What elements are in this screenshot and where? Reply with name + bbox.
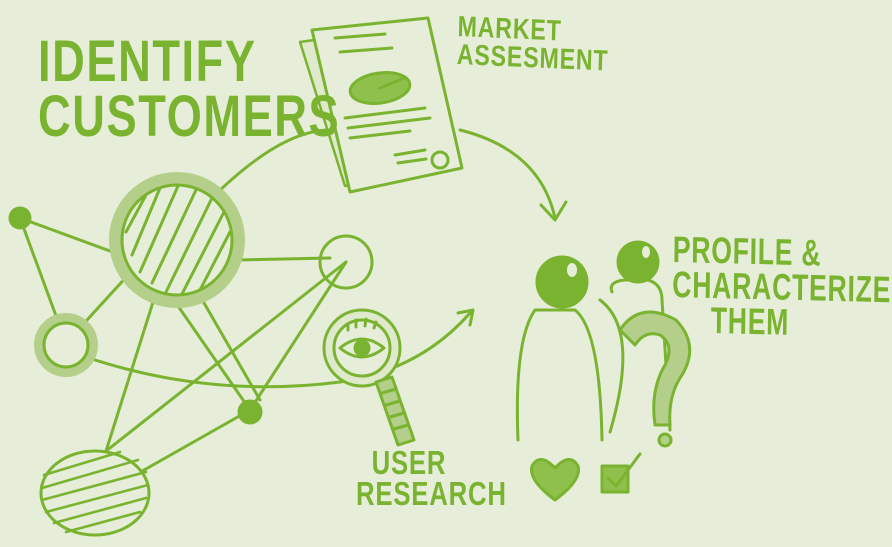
user-line-2: RESEARCH bbox=[356, 475, 507, 513]
user-research-label: USER RESEARCH bbox=[356, 444, 507, 513]
identify-line-2: CUSTOMERS bbox=[38, 84, 341, 150]
arrowhead-to-people-icon bbox=[539, 200, 568, 222]
network-connectors bbox=[18, 128, 557, 497]
node-circle-icon bbox=[42, 321, 90, 369]
market-line-2: ASSESMENT bbox=[456, 38, 609, 78]
hatched-node-icon bbox=[39, 449, 151, 537]
small-node-icon bbox=[237, 399, 263, 425]
checkbox-icon bbox=[600, 452, 642, 494]
network-nodes bbox=[8, 172, 374, 537]
identify-line-1: IDENTIFY bbox=[38, 29, 257, 94]
question-mark-icon bbox=[618, 310, 692, 448]
profile-characterize-label: PROFILE & CHARACTERIZE THEM bbox=[672, 229, 892, 343]
two-people-icon bbox=[515, 240, 672, 442]
user-line-1: USER bbox=[371, 444, 447, 481]
small-node-icon bbox=[8, 206, 32, 230]
magnifying-glass-eye-icon bbox=[322, 308, 416, 447]
node-circle-icon bbox=[318, 234, 374, 290]
arrowhead-to-profile-icon bbox=[456, 308, 475, 327]
heart-icon bbox=[529, 458, 581, 502]
identify-customers-title: IDENTIFY CUSTOMERS bbox=[38, 29, 341, 150]
document-with-pie-chart-icon bbox=[298, 16, 464, 194]
market-assessment-label: MARKET ASSESMENT bbox=[456, 11, 609, 78]
